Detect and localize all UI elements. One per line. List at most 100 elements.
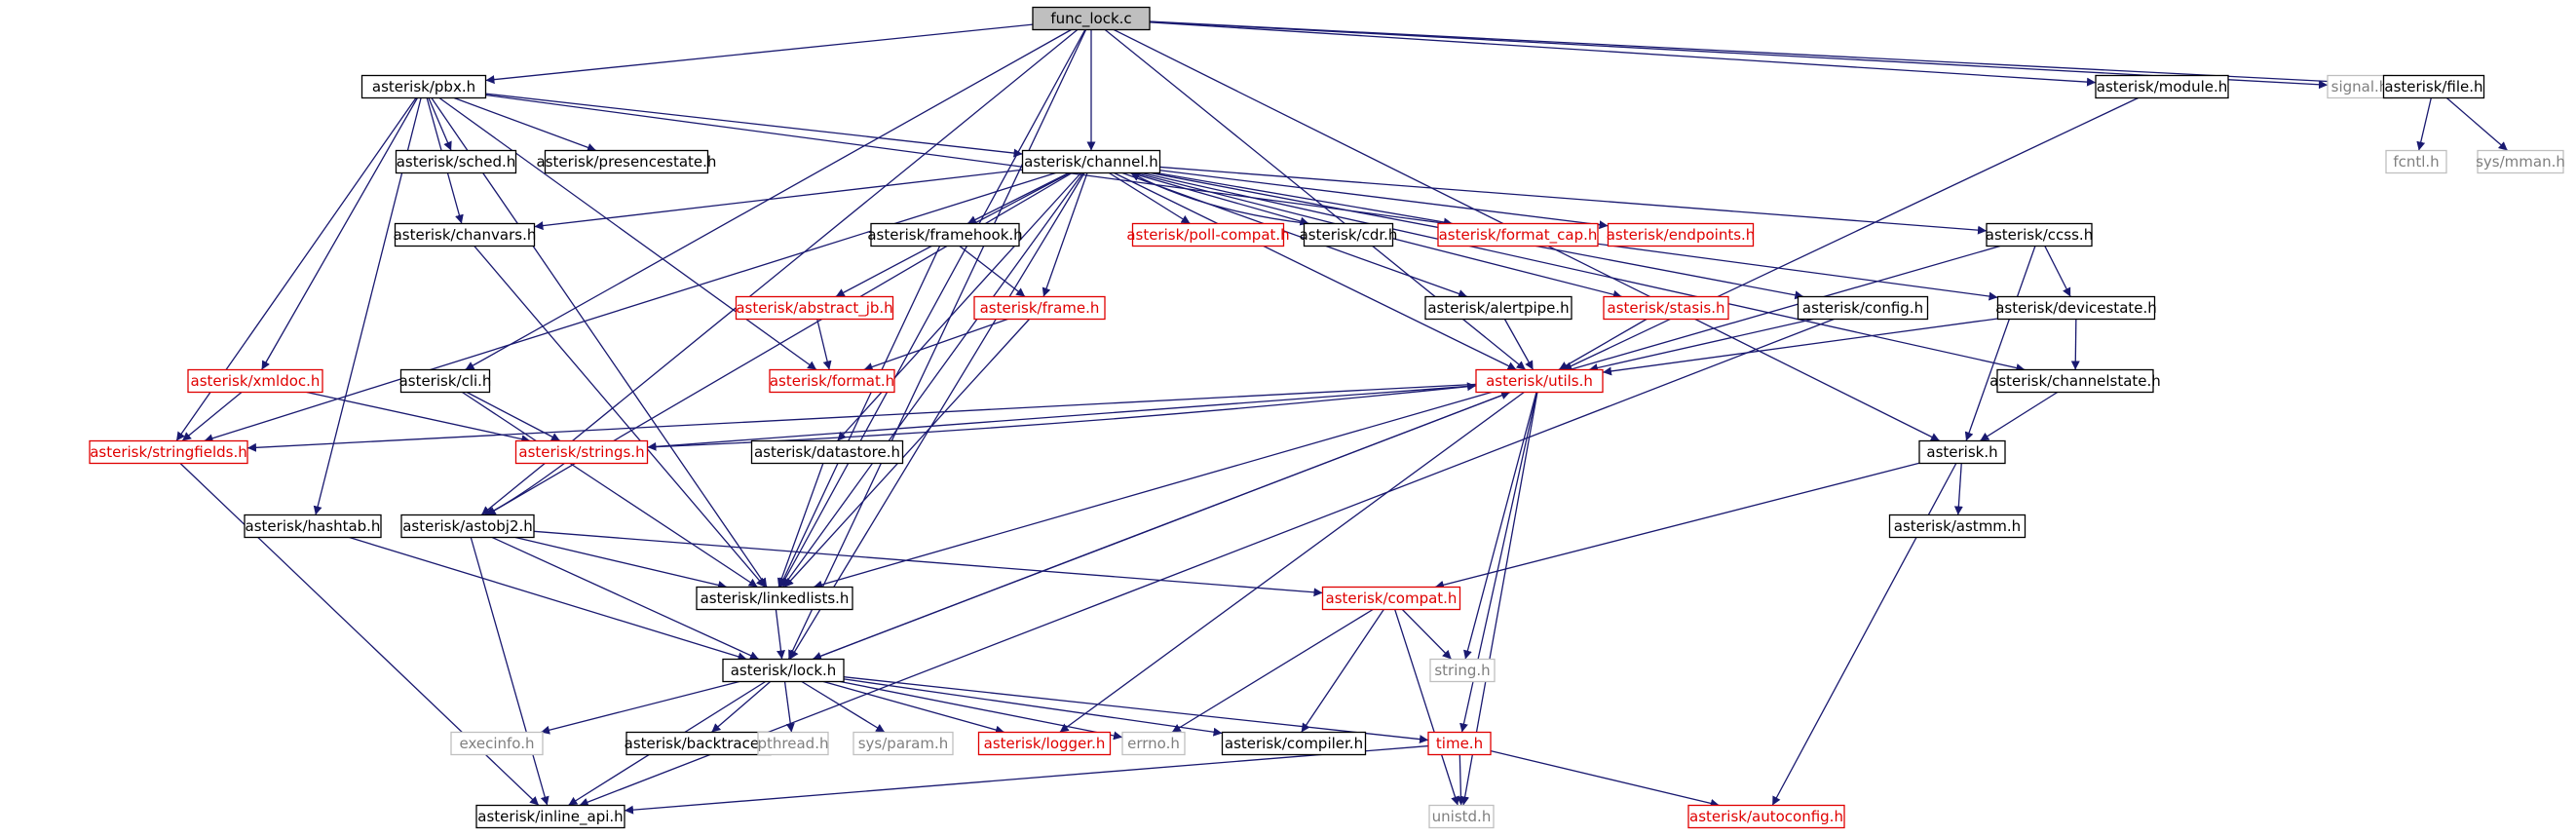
edge-lock-to-sysparam — [801, 680, 886, 734]
node-box — [1321, 586, 1461, 611]
edge-utils-to-strings — [647, 385, 1477, 451]
edge-hashtab-to-lock — [349, 536, 747, 662]
node-logger[interactable]: asterisk/logger.h — [977, 731, 1112, 756]
node-box — [1429, 658, 1496, 683]
edge-channel-to-utils — [1114, 171, 1517, 371]
node-stringh[interactable]: string.h — [1429, 658, 1496, 683]
node-ccss[interactable]: asterisk/ccss.h — [1986, 222, 2093, 247]
node-box — [399, 368, 491, 394]
node-box — [395, 149, 517, 174]
edge-stasis-to-utils — [1558, 318, 1648, 371]
node-devicestate[interactable]: asterisk/devicestate.h — [1995, 295, 2157, 321]
node-label: asterisk/frame.h — [980, 299, 1100, 317]
node-box — [735, 295, 894, 321]
node-func_lock[interactable]: func_lock.c — [1032, 6, 1151, 31]
node-label: asterisk/astmm.h — [1894, 517, 2021, 535]
edge-module-to-utils — [1563, 96, 2139, 371]
node-linkedlists[interactable]: asterisk/linkedlists.h — [696, 586, 853, 611]
node-label: asterisk/poll-compat.h — [1126, 226, 1289, 244]
node-asteriskh[interactable]: asterisk.h — [1918, 439, 2006, 465]
node-module[interactable]: asterisk/module.h — [2095, 74, 2229, 99]
edge-config-to-utils — [1588, 318, 1814, 372]
node-pollcompat[interactable]: asterisk/poll-compat.h — [1126, 222, 1290, 247]
node-sched[interactable]: asterisk/sched.h — [395, 149, 517, 174]
node-box — [1603, 295, 1729, 321]
edge-lock-to-pthread — [783, 681, 795, 733]
node-errno[interactable]: errno.h — [1121, 731, 1186, 756]
node-execinfo[interactable]: execinfo.h — [450, 731, 544, 756]
node-box — [1303, 222, 1394, 247]
node-alertpipe[interactable]: asterisk/alertpipe.h — [1424, 295, 1572, 321]
node-compiler[interactable]: asterisk/compiler.h — [1221, 731, 1367, 756]
edge-devicestate-to-utils — [1602, 318, 1998, 376]
node-autoconfig[interactable]: asterisk/autoconfig.h — [1687, 804, 1845, 829]
node-xmldoc[interactable]: asterisk/xmldoc.h — [187, 368, 323, 394]
node-cli[interactable]: asterisk/cli.h — [399, 368, 492, 394]
nodes-layer: func_lock.c asterisk/pbx.h asterisk/module… — [89, 6, 2565, 829]
edge-pbx-to-stringfields — [175, 97, 417, 441]
node-pbx[interactable]: asterisk/pbx.h — [360, 74, 487, 99]
node-box — [244, 514, 382, 539]
edge-devicestate-to-channelstate — [2070, 319, 2080, 370]
node-utils[interactable]: asterisk/utils.h — [1475, 368, 1604, 394]
node-box — [89, 439, 248, 465]
node-formatcap[interactable]: asterisk/format_cap.h — [1437, 222, 1599, 247]
edge-channel-to-pollcompat — [1109, 171, 1191, 225]
node-format[interactable]: asterisk/format.h — [769, 368, 895, 394]
edge-time-to-inlineapi — [624, 744, 1429, 815]
node-label: asterisk/presencestate.h — [537, 153, 717, 171]
node-box — [1424, 295, 1572, 321]
node-frame[interactable]: asterisk/frame.h — [973, 295, 1106, 321]
node-file[interactable]: asterisk/file.h — [2382, 74, 2485, 99]
node-box — [757, 731, 829, 756]
node-label: sys/mman.h — [2476, 153, 2565, 171]
node-chanvars[interactable]: asterisk/chanvars.h — [394, 222, 537, 247]
node-framehook[interactable]: asterisk/framehook.h — [867, 222, 1023, 247]
node-inlineapi[interactable]: asterisk/inline_api.h — [475, 804, 625, 829]
edge-compat-to-compiler — [1301, 609, 1384, 733]
node-hashtab[interactable]: asterisk/hashtab.h — [244, 514, 382, 539]
edge-utils-to-stringh — [1463, 392, 1537, 660]
node-box — [870, 222, 1020, 247]
node-label: asterisk/datastore.h — [754, 443, 900, 461]
node-astobj2[interactable]: asterisk/astobj2.h — [400, 514, 535, 539]
node-time[interactable]: time.h — [1427, 731, 1492, 756]
node-fcntl[interactable]: fcntl.h — [2385, 149, 2447, 174]
node-mman[interactable]: sys/mman.h — [2476, 149, 2565, 174]
node-box — [750, 439, 904, 465]
node-label: asterisk/abstract_jb.h — [736, 299, 892, 318]
node-datastore[interactable]: asterisk/datastore.h — [750, 439, 904, 465]
node-label: asterisk/channel.h — [1024, 153, 1158, 171]
edge-datastore-to-linkedlists — [777, 463, 824, 588]
node-label: asterisk/hashtab.h — [246, 517, 381, 535]
node-abstractjb[interactable]: asterisk/abstract_jb.h — [735, 295, 894, 321]
node-label: asterisk/linkedlists.h — [701, 590, 850, 607]
node-channelstate[interactable]: asterisk/channelstate.h — [1989, 368, 2161, 394]
node-unistd[interactable]: unistd.h — [1428, 804, 1495, 829]
node-presence[interactable]: asterisk/presencestate.h — [537, 149, 717, 174]
node-stringfields[interactable]: asterisk/stringfields.h — [89, 439, 248, 465]
edge-pbx-to-channel — [485, 93, 1023, 158]
node-backtrace[interactable]: asterisk/backtrace.h — [625, 731, 774, 756]
node-strings[interactable]: asterisk/strings.h — [514, 439, 649, 465]
node-compat[interactable]: asterisk/compat.h — [1321, 586, 1461, 611]
node-box — [450, 731, 544, 756]
node-channel[interactable]: asterisk/channel.h — [1021, 149, 1161, 174]
node-box — [360, 74, 487, 99]
node-stasis[interactable]: asterisk/stasis.h — [1603, 295, 1729, 321]
node-box — [514, 439, 649, 465]
node-sysparam[interactable]: sys/param.h — [852, 731, 954, 756]
node-endpoints[interactable]: asterisk/endpoints.h — [1607, 222, 1756, 247]
node-signal[interactable]: signal.h — [2327, 74, 2393, 99]
edge-time-to-autoconfig — [1490, 749, 1720, 808]
node-lock[interactable]: asterisk/lock.h — [722, 658, 845, 683]
node-label: asterisk/backtrace.h — [625, 735, 774, 752]
node-astmm[interactable]: asterisk/astmm.h — [1888, 514, 2027, 539]
node-cdr[interactable]: asterisk/cdr.h — [1300, 222, 1398, 247]
node-label: asterisk/astobj2.h — [402, 517, 533, 535]
edge-asteriskh-to-autoconfig — [1771, 463, 1957, 806]
node-pthread[interactable]: pthread.h — [757, 731, 829, 756]
node-box — [1021, 149, 1161, 174]
node-box — [1888, 514, 2027, 539]
node-config[interactable]: asterisk/config.h — [1797, 295, 1929, 321]
